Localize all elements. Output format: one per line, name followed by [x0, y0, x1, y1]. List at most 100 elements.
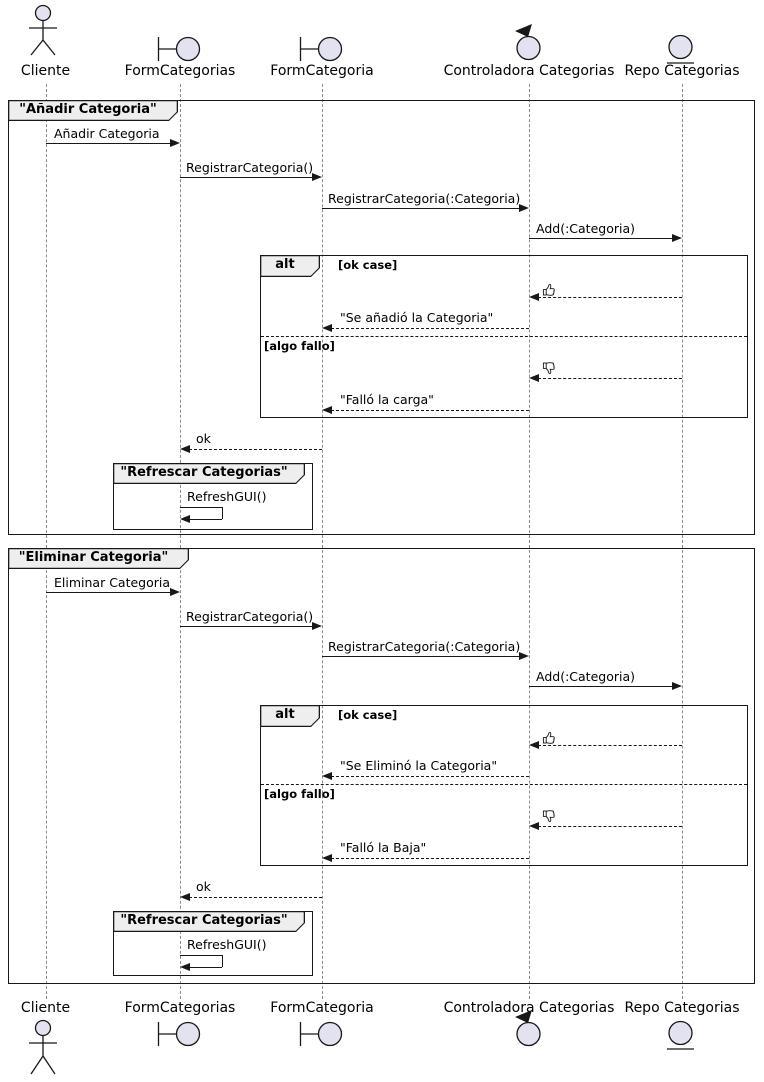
arrowhead [322, 772, 332, 780]
actor-icon [29, 1019, 57, 1075]
arrowhead [322, 324, 332, 332]
message-label: Add(:Categoria) [536, 221, 635, 236]
message-line [46, 143, 171, 144]
thumbs-up-icon [542, 731, 555, 744]
control-icon [515, 1010, 541, 1047]
message-line [322, 656, 520, 657]
message-line [180, 626, 313, 627]
ref-title-tab: "Refrescar Categorias" [113, 463, 305, 484]
arrowhead [529, 741, 539, 749]
entity-icon [667, 34, 694, 64]
message-label: ok [196, 431, 211, 446]
reply-line [331, 858, 529, 859]
arrowhead [322, 854, 332, 862]
frame-anadir-categoria [8, 100, 755, 535]
self-message-line [222, 507, 223, 519]
control-icon [515, 24, 541, 61]
boundary-icon [157, 1021, 201, 1047]
actor-icon [29, 4, 57, 56]
lifeline-form-categoria [321, 84, 323, 999]
message-label: RefreshGUI() [187, 489, 267, 504]
alt-frame [260, 705, 748, 866]
message-label: ok [196, 879, 211, 894]
tab-fill [9, 549, 187, 567]
frame-eliminar-categoria [8, 548, 755, 984]
thumbs-down-icon [542, 362, 555, 375]
arrowhead [180, 893, 190, 901]
reply-line [331, 328, 529, 329]
message-label: "Se añadió la Categoria" [340, 310, 494, 325]
message-label: "Falló la carga" [340, 392, 434, 407]
reply-line [538, 826, 682, 827]
arrowhead [529, 374, 539, 382]
reply-line [538, 378, 682, 379]
arrowhead [322, 406, 332, 414]
message-label: Add(:Categoria) [536, 669, 635, 684]
participant-label: Repo Categorias [624, 1000, 740, 1016]
participant-label: FormCategorias [124, 63, 236, 79]
tab-fill [114, 912, 303, 930]
alt-label: alt [275, 707, 295, 722]
alt-divider [261, 784, 747, 785]
arrowhead [170, 588, 180, 596]
message-line [529, 686, 673, 687]
thumbs-down-icon [542, 810, 555, 823]
frame-title-tab: "Eliminar Categoria" [8, 548, 189, 569]
ref-title-tab: "Refrescar Categorias" [113, 911, 305, 932]
tab-fill [261, 256, 318, 275]
message-label: RegistrarCategoria(:Categoria) [328, 191, 521, 206]
message-label: Añadir Categoria [54, 126, 160, 141]
reply-line [331, 776, 529, 777]
arrowhead [529, 293, 539, 301]
lifeline-cliente [45, 84, 47, 999]
frame-title: "Añadir Categoria" [19, 102, 157, 117]
lifeline-repo [681, 84, 683, 999]
alt-divider [261, 336, 747, 337]
thumbs-up-icon [542, 283, 555, 296]
reply-line [538, 745, 682, 746]
arrowhead [312, 173, 322, 181]
message-label: "Se Eliminó la Categoria" [340, 758, 498, 773]
ref-title: "Refrescar Categorias" [120, 465, 288, 480]
message-label: RegistrarCategoria() [186, 160, 314, 175]
alt-label: alt [275, 257, 295, 272]
reply-line [538, 297, 682, 298]
self-message-line [189, 519, 222, 520]
arrowhead [529, 822, 539, 830]
message-line [529, 238, 673, 239]
lifeline-controladora [528, 84, 530, 999]
alt-tab: alt [260, 705, 320, 727]
guard-label: [ok case] [338, 708, 398, 722]
self-message-line [180, 507, 222, 508]
ref-title: "Refrescar Categorias" [120, 913, 288, 928]
tab-fill [9, 101, 176, 119]
entity-icon [667, 1020, 694, 1050]
arrowhead [519, 204, 529, 212]
reply-line [189, 449, 322, 450]
participant-label: FormCategoria [270, 1000, 374, 1016]
message-label: Eliminar Categoria [54, 575, 171, 590]
alt-frame [260, 255, 748, 418]
message-label: RegistrarCategoria(:Categoria) [328, 639, 521, 654]
participant-label: FormCategorias [124, 1000, 236, 1016]
message-line [46, 592, 171, 593]
boundary-icon [299, 36, 343, 62]
participant-label: FormCategoria [270, 63, 374, 79]
tab-fill [114, 464, 303, 482]
participant-label: Cliente [20, 63, 71, 79]
reply-line [331, 410, 529, 411]
guard-label: [algo fallo] [264, 339, 335, 353]
participant-label: Cliente [20, 1000, 71, 1016]
arrowhead [672, 682, 682, 690]
guard-label: [algo fallo] [264, 787, 335, 801]
arrowhead [312, 622, 322, 630]
reply-line [189, 897, 322, 898]
participant-label: Controladora Categorias [443, 1000, 615, 1016]
message-label: RegistrarCategoria() [186, 609, 314, 624]
frame-title: "Eliminar Categoria" [18, 550, 169, 565]
message-line [180, 177, 313, 178]
arrowhead [180, 515, 190, 523]
frame-title-tab: "Añadir Categoria" [8, 100, 178, 121]
boundary-icon [157, 36, 201, 62]
